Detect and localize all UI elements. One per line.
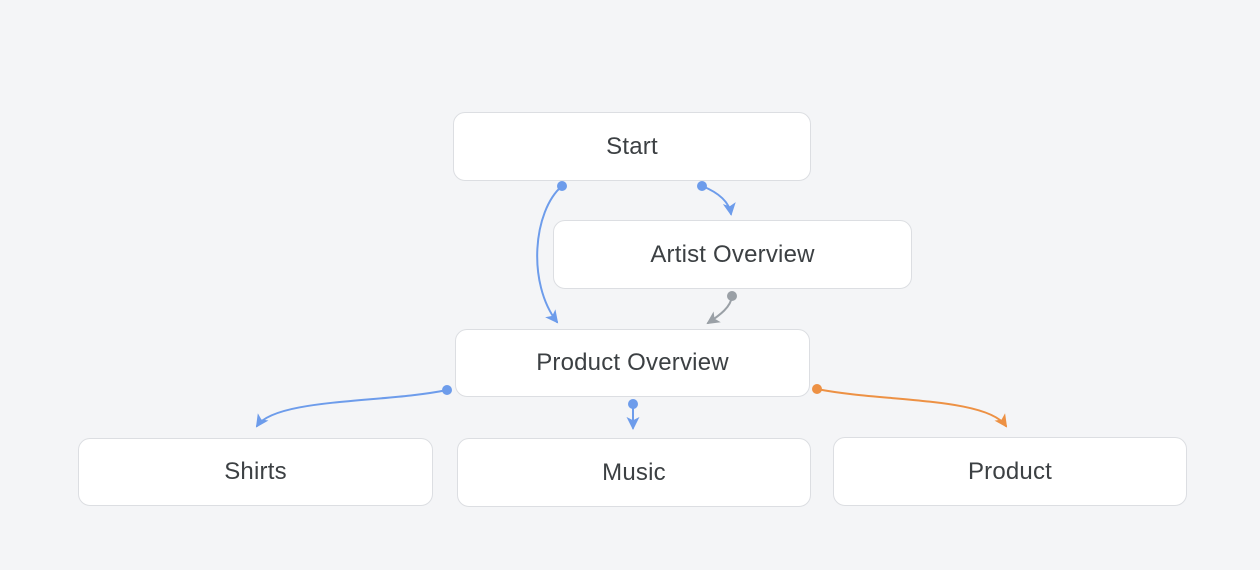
node-music[interactable]: Music — [457, 438, 811, 507]
edge-product-overview-to-shirts[interactable] — [255, 385, 452, 428]
edge-source-dot-product-overview-to-music[interactable] — [628, 399, 638, 409]
edge-path-start-to-product-overview[interactable] — [536, 185, 563, 324]
edge-start-to-product-overview[interactable] — [536, 181, 567, 324]
node-label-music: Music — [602, 458, 666, 486]
node-product[interactable]: Product — [833, 437, 1187, 506]
edge-source-dot-product-overview-to-shirts[interactable] — [442, 385, 452, 395]
edge-path-product-overview-to-product[interactable] — [816, 388, 1008, 428]
node-label-artist-overview: Artist Overview — [650, 240, 815, 268]
edge-source-dot-start-to-artist-overview[interactable] — [697, 181, 707, 191]
node-shirts[interactable]: Shirts — [78, 438, 433, 506]
edge-source-dot-product-overview-to-product[interactable] — [812, 384, 822, 394]
node-label-shirts: Shirts — [224, 458, 287, 485]
node-label-product: Product — [967, 457, 1053, 485]
edge-artist-overview-to-product-overview[interactable] — [706, 291, 737, 325]
node-label-start: Start — [606, 132, 658, 160]
node-artist-overview[interactable]: Artist Overview — [553, 220, 912, 289]
node-product-overview[interactable]: Product Overview — [455, 329, 810, 397]
edge-start-to-artist-overview[interactable] — [697, 181, 736, 216]
edge-product-overview-to-music[interactable] — [626, 399, 640, 430]
edge-source-dot-start-to-product-overview[interactable] — [557, 181, 567, 191]
edge-product-overview-to-product[interactable] — [812, 384, 1008, 428]
edge-source-dot-artist-overview-to-product-overview[interactable] — [727, 291, 737, 301]
edge-path-product-overview-to-shirts[interactable] — [255, 389, 448, 428]
node-label-product-overview: Product Overview — [536, 349, 729, 376]
node-start[interactable]: Start — [453, 112, 811, 181]
